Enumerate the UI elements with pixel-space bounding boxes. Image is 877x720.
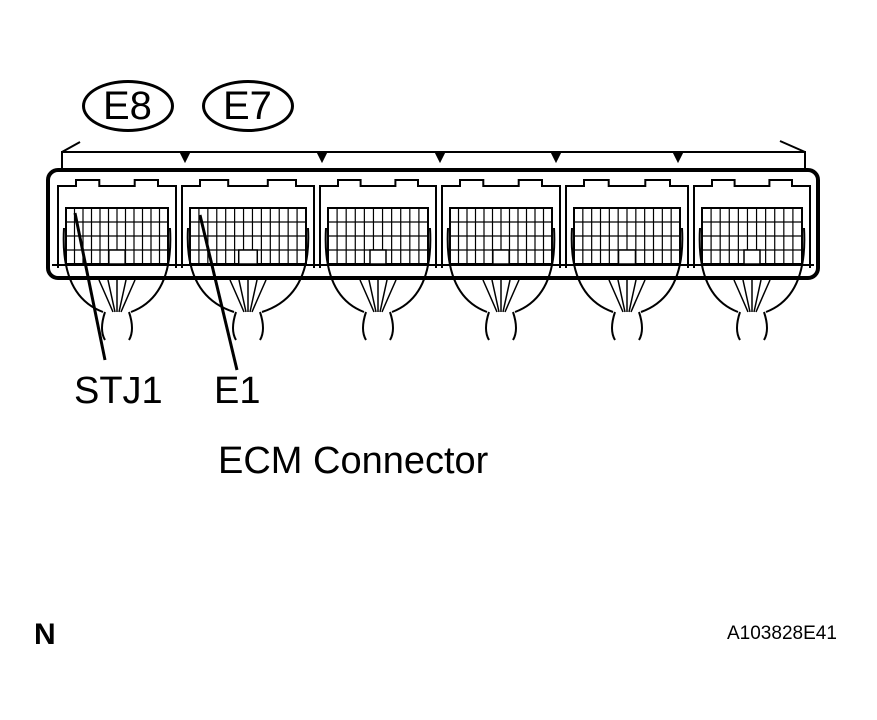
harness-bundle <box>611 311 643 341</box>
harness-wire <box>368 279 377 313</box>
harness-wire <box>98 279 114 313</box>
e1-leader-line <box>198 214 239 371</box>
e7-tag-oval <box>202 80 294 132</box>
connector-section <box>441 179 561 341</box>
harness-bundle <box>101 311 133 341</box>
harness-wire <box>251 279 267 313</box>
harness-wire <box>753 279 762 313</box>
harness-wire <box>482 279 498 313</box>
key-slot <box>108 249 126 265</box>
stj1-leader-line <box>73 212 107 361</box>
harness-wire <box>502 279 511 313</box>
key-slot <box>492 249 510 265</box>
key-slot <box>237 249 259 265</box>
e1-pin-label: E1 <box>214 370 261 412</box>
harness-wire <box>608 279 624 313</box>
harness-wire <box>630 279 646 313</box>
harness-wire <box>118 279 127 313</box>
connector-section <box>565 179 689 341</box>
bracket-notches <box>179 151 684 164</box>
key-slot <box>743 249 761 265</box>
bracket-notch <box>179 151 191 164</box>
harness-loop <box>324 227 432 313</box>
corner-letter: N <box>34 618 56 651</box>
harness-bundle <box>736 311 768 341</box>
harness-wire <box>107 279 116 313</box>
section-frame <box>181 179 315 268</box>
figure-code: A103828E41 <box>727 623 837 644</box>
bracket-notch <box>550 151 562 164</box>
harness-loop <box>186 227 310 313</box>
section-frame <box>57 179 177 268</box>
connector-section <box>693 179 811 341</box>
harness-wire <box>742 279 751 313</box>
harness-wire <box>491 279 500 313</box>
key-slot <box>369 249 387 265</box>
harness-wire <box>504 279 520 313</box>
diagram-title: ECM Connector <box>218 440 489 482</box>
harness-loop <box>698 227 806 313</box>
harness-loop <box>446 227 556 313</box>
e7-tag-label: E7 <box>223 84 272 128</box>
e8-tag-oval <box>82 80 174 132</box>
harness-bundle <box>232 311 264 341</box>
harness-wire <box>249 279 258 313</box>
section-frame <box>565 179 689 268</box>
harness-wire <box>381 279 397 313</box>
section-frame <box>693 179 811 268</box>
harness-wire <box>359 279 375 313</box>
connector-section <box>319 179 437 341</box>
e8-tag-label: E8 <box>103 84 152 128</box>
stj1-pin-label: STJ1 <box>74 370 163 412</box>
connector-section <box>57 179 177 341</box>
harness-wire <box>617 279 626 313</box>
connector-sections <box>57 179 811 341</box>
harness-wire <box>238 279 247 313</box>
bracket-notch <box>434 151 446 164</box>
bracket <box>61 140 806 172</box>
section-frame <box>441 179 561 268</box>
section-frame <box>319 179 437 268</box>
key-slot <box>617 249 637 265</box>
bracket-notch <box>672 151 684 164</box>
bracket-notch <box>316 151 328 164</box>
harness-wire <box>755 279 771 313</box>
harness-wire <box>379 279 388 313</box>
harness-wire <box>120 279 136 313</box>
harness-wire <box>229 279 245 313</box>
harness-bundle <box>485 311 517 341</box>
harness-bundle <box>362 311 394 341</box>
harness-loop <box>570 227 684 313</box>
harness-wire <box>628 279 637 313</box>
harness-wire <box>733 279 749 313</box>
connector-section <box>181 179 315 341</box>
